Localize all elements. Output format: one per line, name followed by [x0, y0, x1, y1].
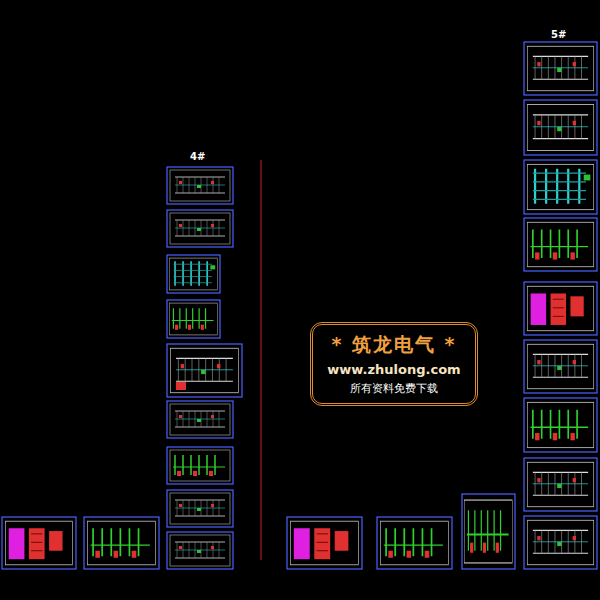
building-number: 5# — [551, 29, 566, 40]
watermark-text: www.zhulong.com — [327, 362, 460, 377]
watermark-text: * 筑龙电气 * — [331, 332, 456, 358]
watermark-box: * 筑龙电气 * www.zhulong.com 所有资料免费下载 — [310, 322, 478, 406]
watermark-text: 所有资料免费下载 — [350, 381, 438, 396]
building-number: 4# — [190, 151, 205, 162]
